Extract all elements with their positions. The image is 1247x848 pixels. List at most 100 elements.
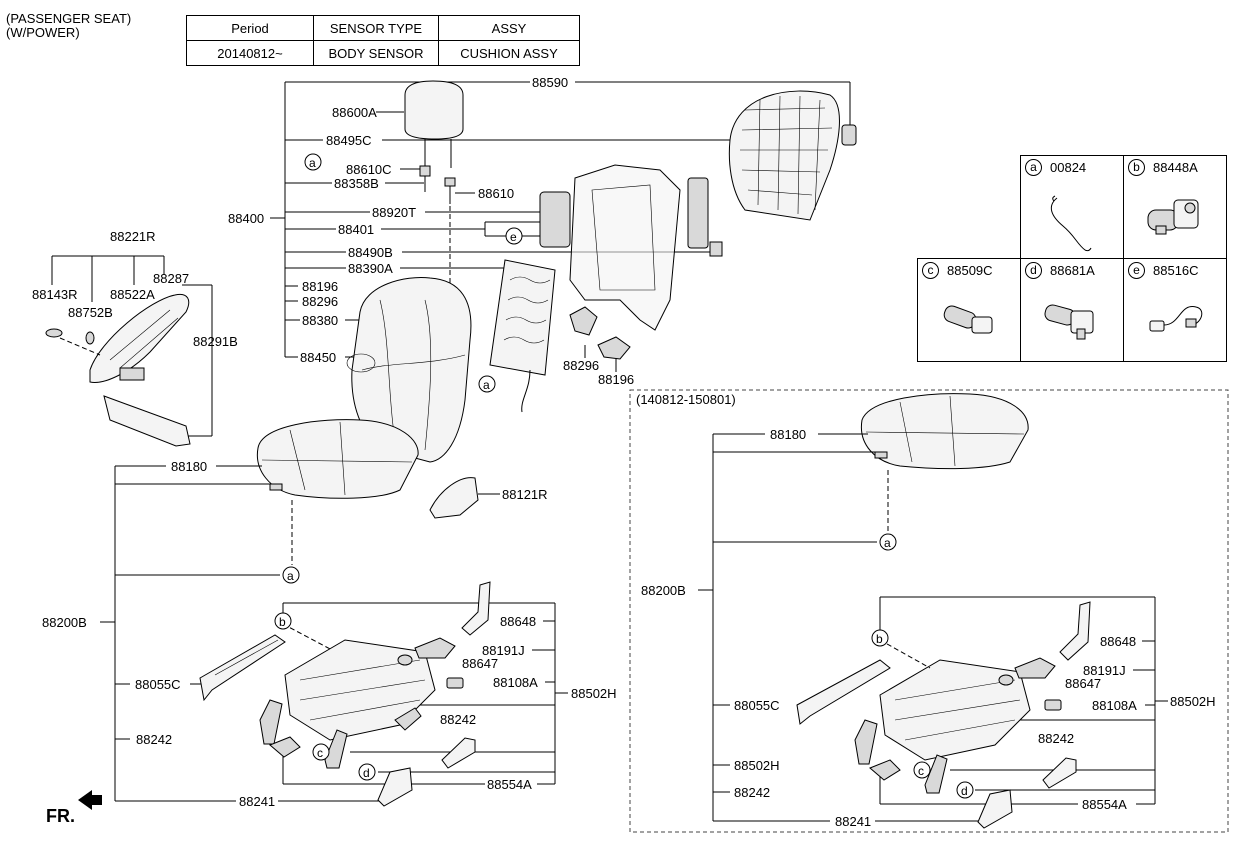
callout-88490B[interactable]: 88490B	[348, 245, 393, 260]
inset-leg-cover-88241[interactable]	[977, 789, 1013, 829]
callout-88196-bracket[interactable]: 88196	[598, 372, 634, 387]
callout-88600A[interactable]: 88600A	[332, 105, 377, 120]
bracket-88196[interactable]	[597, 336, 631, 360]
connector-88108A[interactable]	[446, 677, 464, 689]
inset-callout-88241[interactable]: 88241	[835, 814, 871, 829]
callout-88648[interactable]: 88648	[500, 614, 536, 629]
inset-callout-88502H[interactable]: 88502H	[1170, 694, 1216, 709]
inset-callout-88648[interactable]: 88648	[1100, 634, 1136, 649]
inset-callout-88554A[interactable]: 88554A	[1082, 797, 1127, 812]
callout-88200B[interactable]: 88200B	[42, 615, 87, 630]
callout-88291B[interactable]: 88291B	[193, 334, 238, 349]
headrest-guide-88610[interactable]	[444, 177, 456, 204]
cover-88242[interactable]	[441, 737, 476, 769]
callout-88358B[interactable]: 88358B	[334, 176, 379, 191]
inset-seat-track-assembly[interactable]	[854, 659, 1031, 794]
callout-88502H[interactable]: 88502H	[571, 686, 617, 701]
inset-pump-88191J[interactable]	[1014, 657, 1056, 679]
marker-d-inset[interactable]: d	[956, 781, 974, 799]
callout-88296[interactable]: 88296	[302, 294, 338, 309]
inset-callout-88108A[interactable]: 88108A	[1092, 698, 1137, 713]
inset-callout-88502H-left[interactable]: 88502H	[734, 758, 780, 773]
callout-88400[interactable]: 88400	[228, 211, 264, 226]
callout-88554A[interactable]: 88554A	[487, 777, 532, 792]
marker-b-inset[interactable]: b	[871, 629, 889, 647]
headrest-guide-88610C[interactable]	[419, 165, 431, 192]
legend-marker-a: a	[1025, 158, 1042, 176]
inset-cap-88647[interactable]	[998, 674, 1014, 686]
side-shield-88121R[interactable]	[429, 477, 479, 519]
callout-88401[interactable]: 88401	[338, 222, 374, 237]
motor-cover-88554A[interactable]	[269, 736, 301, 758]
inset-callout-88180[interactable]: 88180	[770, 427, 806, 442]
callout-88495C[interactable]: 88495C	[326, 133, 372, 148]
inset-cover-88242[interactable]	[1042, 757, 1077, 789]
callout-88450[interactable]: 88450	[300, 350, 336, 365]
seat-track-assembly[interactable]	[259, 639, 436, 769]
switch-knob-88143R[interactable]	[45, 328, 63, 338]
marker-c-inset[interactable]: c	[913, 761, 931, 779]
callout-88390A[interactable]: 88390A	[348, 261, 393, 276]
switch-knob-88752B[interactable]	[85, 331, 95, 345]
seatback-cover-88380[interactable]	[346, 276, 472, 463]
callout-88920T[interactable]: 88920T	[372, 205, 416, 220]
trim-88291B[interactable]	[103, 395, 191, 447]
callout-88287[interactable]: 88287	[153, 271, 189, 286]
marker-a-inset[interactable]: a	[879, 533, 897, 551]
inset-callout-88055C[interactable]: 88055C	[734, 698, 780, 713]
inset-callout-88191J[interactable]: 88191J	[1083, 663, 1126, 678]
callout-88242[interactable]: 88242	[136, 732, 172, 747]
callout-88610C[interactable]: 88610C	[346, 162, 392, 177]
callout-88380[interactable]: 88380	[302, 313, 338, 328]
motor-icon	[943, 305, 993, 334]
callout-88055C[interactable]: 88055C	[135, 677, 181, 692]
heater-mat-88390A[interactable]	[489, 259, 556, 413]
callout-88108A[interactable]: 88108A	[493, 675, 538, 690]
inset-connector-88108A[interactable]	[1044, 699, 1062, 711]
marker-a-seatback[interactable]: a	[478, 375, 496, 393]
inset-callout-88647[interactable]: 88647	[1065, 676, 1101, 691]
callout-88143R[interactable]: 88143R	[32, 287, 78, 302]
inset-callout-88242[interactable]: 88242	[734, 785, 770, 800]
marker-d-main[interactable]: d	[358, 763, 376, 781]
back-board-88590[interactable]	[728, 90, 857, 221]
duct-88648[interactable]	[461, 581, 491, 636]
leg-cover-88241[interactable]	[377, 767, 413, 807]
callout-88590[interactable]: 88590	[532, 75, 568, 90]
marker-b-main[interactable]: b	[274, 612, 292, 630]
callout-88121R[interactable]: 88121R	[502, 487, 548, 502]
inset-callout-88242-cover[interactable]: 88242	[1038, 731, 1074, 746]
callout-88191J[interactable]: 88191J	[482, 643, 525, 658]
inset-slide-cover-88055C[interactable]	[796, 659, 891, 725]
inset-callout-88200B[interactable]: 88200B	[641, 583, 686, 598]
callout-88296-bracket[interactable]: 88296	[563, 358, 599, 373]
marker-c-main[interactable]: c	[312, 743, 330, 761]
cap-88647[interactable]	[397, 654, 413, 666]
inset-cushion-88180[interactable]	[860, 393, 1029, 470]
slide-cover-88055C[interactable]	[199, 634, 286, 702]
callout-88242-cover[interactable]: 88242	[440, 712, 476, 727]
marker-a-cushion[interactable]: a	[282, 566, 300, 584]
inset-duct-88648[interactable]	[1059, 601, 1091, 661]
seatback-frame-88401[interactable]	[539, 164, 723, 331]
cushion-88180[interactable]	[256, 419, 419, 499]
inset-motor-cover-88554A[interactable]	[869, 759, 901, 781]
headrest-88600A[interactable]	[404, 80, 464, 168]
callout-88221R[interactable]: 88221R	[110, 229, 156, 244]
callout-88522A[interactable]: 88522A	[110, 287, 155, 302]
bracket-88296[interactable]	[569, 306, 598, 336]
pump-88191J[interactable]	[414, 637, 456, 659]
callout-88180[interactable]: 88180	[171, 459, 207, 474]
callout-88647[interactable]: 88647	[462, 656, 498, 671]
callout-88241[interactable]: 88241	[239, 794, 275, 809]
callout-88610[interactable]: 88610	[478, 186, 514, 201]
side-cover-88287[interactable]	[89, 293, 190, 383]
callout-88196[interactable]: 88196	[302, 279, 338, 294]
marker-e-frame[interactable]: e	[505, 227, 523, 245]
callout-88752B[interactable]: 88752B	[68, 305, 113, 320]
marker-a-back[interactable]: a	[304, 153, 322, 171]
